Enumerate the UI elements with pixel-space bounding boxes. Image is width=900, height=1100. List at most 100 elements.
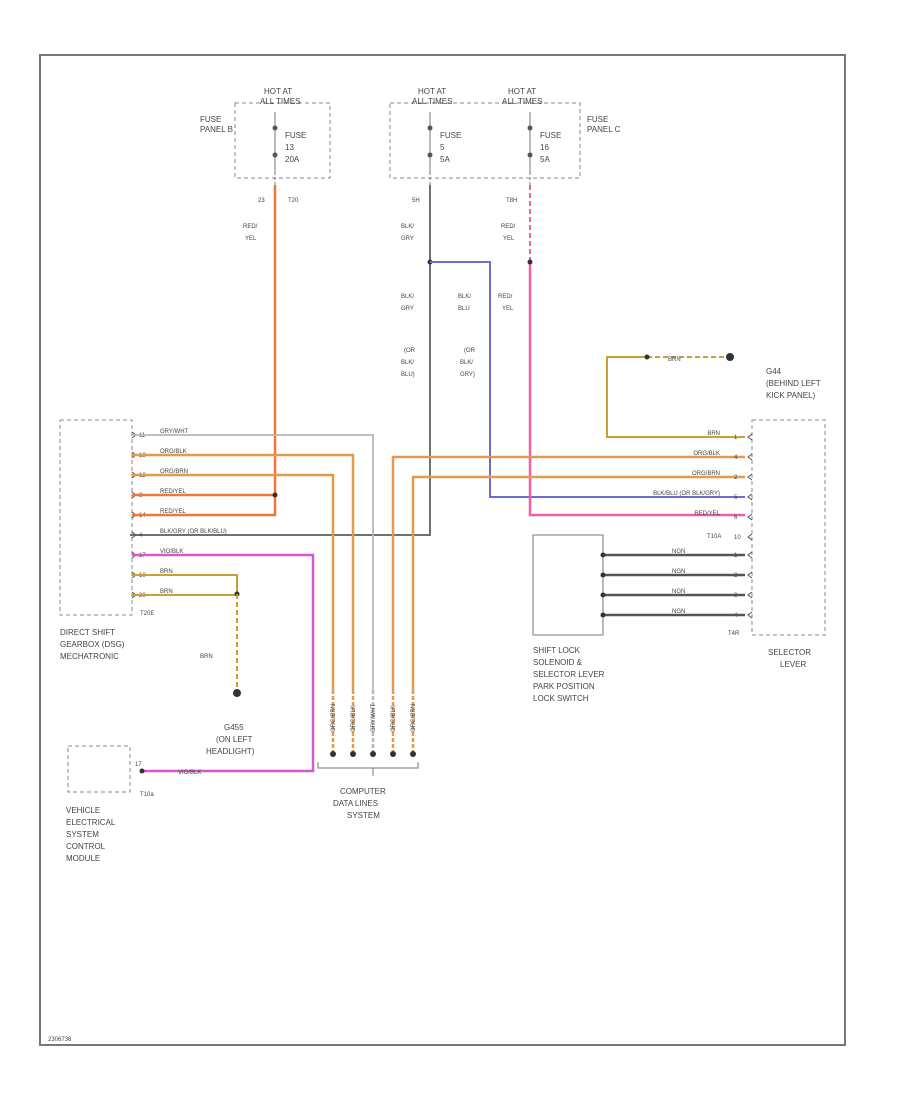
ground-top-label-3: KICK PANEL) [766, 391, 816, 400]
vesc-line-5: MODULE [66, 854, 100, 863]
selector-name-line-2: LEVER [780, 660, 806, 669]
dsg-wire-label: GRY/WHT [160, 429, 189, 435]
fuse-c1-label-2: 5 [440, 143, 445, 152]
pin-label-t20: T20 [288, 198, 299, 204]
shift-lock-terminal [600, 592, 606, 598]
selector-pin-arrow [747, 493, 753, 501]
wire-label-red-yel-d-1: RED/ [498, 294, 513, 300]
pin-label-23: 23 [258, 198, 265, 204]
wire-label-red-yel-c-1: RED/ [501, 224, 516, 230]
wire-label-or2-1: (OR [464, 348, 476, 354]
wire-label-or2-2: BLK/ [460, 360, 473, 366]
wire-label-blk-blu-2: BLU [458, 306, 470, 312]
wire-label-red-yel-top-2: YEL [245, 236, 257, 242]
can-wire-label: ORG/BLK [351, 705, 357, 732]
wire-label-red-yel-d-2: YEL [502, 306, 514, 312]
fuse-c2-label-3: 5A [540, 155, 550, 164]
selector-pin-number: 4 [734, 455, 738, 461]
fuse-c-hot1-label-2: ALL TIMES [412, 97, 452, 106]
selector-pin-number: 6 [734, 515, 738, 521]
wire-label-or-1: (OR [404, 348, 416, 354]
vesc-pin-label: 17 [135, 762, 142, 768]
wire-label-or-3: BLU) [401, 372, 415, 378]
selector-wire-label: BRN [707, 431, 720, 437]
selector-name-line-1: SELECTOR [768, 648, 811, 657]
dsg-wire-label: VIO/BLK [160, 549, 183, 555]
ground-top-wire-label: BRN [668, 357, 681, 363]
ground-left-wire-label: BRN [200, 654, 213, 660]
fuse-c2-label-1: FUSE [540, 131, 561, 140]
shift-lock-line-1: SHIFT LOCK [533, 646, 581, 655]
dsg-wire-label: BRN [160, 589, 173, 595]
ground-top-label-2: (BEHIND LEFT [766, 379, 821, 388]
can-wire-label: ORG/BRN [331, 704, 337, 732]
dsg-wire-label: BLK/GRY (OR BLK/BLU) [160, 529, 227, 535]
pin-label-t8h: T8H [506, 198, 517, 204]
dsg-pin-arrow [131, 531, 137, 539]
vesc-wire-label: VIO/BLK [178, 770, 201, 776]
selector-pin-arrow [747, 433, 753, 441]
shift-lock-wire-label: NGN [672, 549, 685, 555]
dsg-name-line-3: MECHATRONIC [60, 652, 119, 661]
wire-label-red-yel-c-2: YEL [503, 236, 515, 242]
fuse-c-hot2-label-1: HOT AT [508, 87, 536, 96]
can-splice [370, 751, 376, 757]
selector-wire-label: ORG/BRN [692, 471, 720, 477]
ground-left-label-3: HEADLIGHT) [206, 747, 255, 756]
dsg-connector-label: T20E [140, 611, 154, 617]
fuse-c-panel-label-1: FUSE [587, 115, 608, 124]
shift-lock-terminal [600, 572, 606, 578]
fuse-c1-label-3: 5A [440, 155, 450, 164]
fuse-c2-label-2: 16 [540, 143, 549, 152]
can-splice [350, 751, 356, 757]
fuse-c-hot2-label-2: ALL TIMES [502, 97, 542, 106]
fuse-b-label-3: 20A [285, 155, 300, 164]
selector-pin-group-2: 1234 [734, 551, 753, 619]
dsg-wire-label: RED/YEL [160, 489, 186, 495]
fuse-panel-b: HOT AT ALL TIMES FUSE PANEL B FUSE 13 20… [200, 87, 331, 185]
fuse-c-panel-label-2: PANEL C [587, 125, 621, 134]
dsg-wires [132, 434, 745, 773]
shift-lock-line-4: PARK POSITION [533, 682, 595, 691]
vesc-line-2: ELECTRICAL [66, 818, 116, 827]
ground-top-label-1: G44 [766, 367, 782, 376]
fuse-b-hot-label-1: HOT AT [264, 87, 292, 96]
supply-wires [130, 185, 745, 536]
fuse-b-hot-label-2: ALL TIMES [260, 97, 300, 106]
fuse-c1-label-1: FUSE [440, 131, 461, 140]
dsg-pin-number: 11 [139, 433, 146, 439]
shift-lock-terminal [600, 552, 606, 558]
can-splice [410, 751, 416, 757]
ground-left-label-1: G455 [224, 723, 244, 732]
fuse-b-panel-label-2: PANEL B [200, 125, 233, 134]
can-wire-label: ORG/BLK [391, 705, 397, 732]
selector-wire-label: ORG/BLK [693, 451, 720, 457]
vesc-line-3: SYSTEM [66, 830, 99, 839]
selector-pin-arrow [747, 533, 753, 541]
wire-label-blk-gry-top-2: GRY [401, 236, 414, 242]
selector-pin-number: 10 [734, 535, 741, 541]
selector-connector-2-label: T4R [728, 631, 740, 637]
selector-pin-arrow [747, 611, 753, 619]
selector-pin-number: 2 [734, 475, 738, 481]
shift-lock-wire-label: NGN [672, 609, 685, 615]
wire-label-or-2: BLK/ [401, 360, 414, 366]
shift-lock-line-3: SELECTOR LEVER [533, 670, 605, 679]
wire-label-blk-gry-top-1: BLK/ [401, 224, 414, 230]
diagram-code: 2306736 [48, 1037, 72, 1043]
vesc-line-4: CONTROL [66, 842, 106, 851]
fuse-b-panel-label-1: FUSE [200, 115, 221, 124]
diagram-border [39, 54, 846, 1046]
selector-connector-1-label: T10A [707, 534, 721, 540]
can-wire-label: GRY/WHT [371, 703, 377, 732]
wire-label-blk-blu-1: BLK/ [458, 294, 471, 300]
selector-wire-label: BLK/BLU (OR BLK/GRY) [653, 491, 720, 497]
wire-label-blk-gry-mid-2: GRY [401, 306, 414, 312]
